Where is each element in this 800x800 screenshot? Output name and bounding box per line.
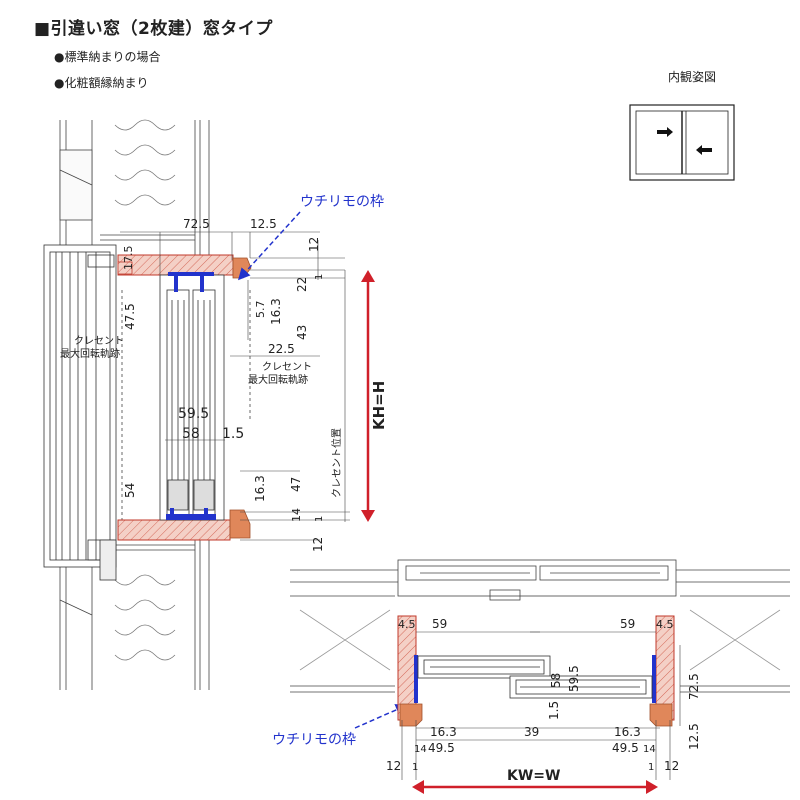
jamb-right [649,615,675,727]
dim-h-595: 59.5 [567,665,581,692]
rail-top [166,272,216,520]
interior-view-elevation [629,104,735,181]
dim-h-45l: 4.5 [398,618,416,631]
dim-163b: 16.3 [253,475,267,502]
dim-43: 43 [295,325,309,340]
callout-arrow-bottom [354,704,408,729]
dim-h-45r: 4.5 [656,618,674,631]
dim-h-495r: 49.5 [612,741,639,755]
dim-12b: 12 [311,537,325,552]
arrow-up-icon [361,270,375,282]
dim-h-58: 58 [549,673,563,688]
dim-h-163l: 16.3 [430,725,457,739]
dim-54: 54 [123,483,137,498]
dim-225: 22.5 [268,342,295,356]
dim-175: 17.5 [122,246,135,271]
dim-h-12l: 12 [386,759,401,773]
crescent-mid: クレセント [262,361,312,373]
crescent-position: クレセント位置 [330,428,343,498]
callout-frame-bottom: ウチリモの枠 [272,732,356,748]
jamb-left [397,615,423,727]
dim-h-125: 12.5 [687,723,701,750]
dim-14: 14 [290,508,303,522]
dim-725: 72.5 [183,217,210,231]
sash-vertical [159,274,225,521]
dim-h-15: 1.5 [547,701,561,720]
crescent-left: クレセント [74,335,124,347]
dim-h-12r: 12 [664,759,679,773]
dim-57: 5.7 [254,301,267,319]
dim-58: 58 [182,426,200,442]
arrow-down-icon [361,510,375,522]
note-standard: ●標準納まりの場合 [54,50,161,64]
dim-h-59l: 59 [432,617,447,631]
dim-12a: 12 [307,237,321,252]
arrow-left-icon [696,145,712,155]
rail-right [652,655,656,703]
dim-47: 47 [289,477,303,492]
horizontal-section [290,559,790,693]
dim-22: 22 [295,277,309,292]
note-casing: ●化粧額縁納まり [54,76,149,90]
dim-163a: 16.3 [269,298,283,325]
crescent-left-2: 最大回転軌跡 [60,347,120,360]
arrow-right-red-icon [646,780,658,794]
crescent-mid-2: 最大回転軌跡 [248,373,308,386]
dim-h-59r: 59 [620,617,635,631]
rail-left [414,655,418,703]
page-title: ■引違い窓（2枚建）窓タイプ [34,19,273,39]
dim-1b: 1 [314,516,325,522]
dim-h-725: 72.5 [687,673,701,700]
dims-v [120,231,350,541]
sash-horizontal [417,655,653,699]
arrow-right-icon [657,127,673,137]
dim-15: 1.5 [222,426,244,442]
dim-h-495l: 49.5 [428,741,455,755]
dim-h-163r: 16.3 [614,725,641,739]
dim-h-39: 39 [524,725,539,739]
dim-h-14r: 14 [643,744,656,755]
callout-frame-top: ウチリモの枠 [300,194,384,210]
dims-h [401,631,681,780]
dim-h-1l: 1 [412,762,418,773]
dim-475: 47.5 [123,303,137,330]
kw-label: KW=W [507,768,560,784]
dim-1a: 1 [314,274,325,280]
dim-h-1r: 1 [648,762,654,773]
dim-h-14l: 14 [414,744,427,755]
dim-595: 59.5 [178,406,209,422]
dim-125: 12.5 [250,217,277,231]
exterior-frame [43,244,117,581]
arrow-left-red-icon [412,780,424,794]
kh-label: KH=H [370,381,388,430]
callout-arrow-top [237,211,301,281]
interior-view-label: 内観姿図 [668,70,717,84]
